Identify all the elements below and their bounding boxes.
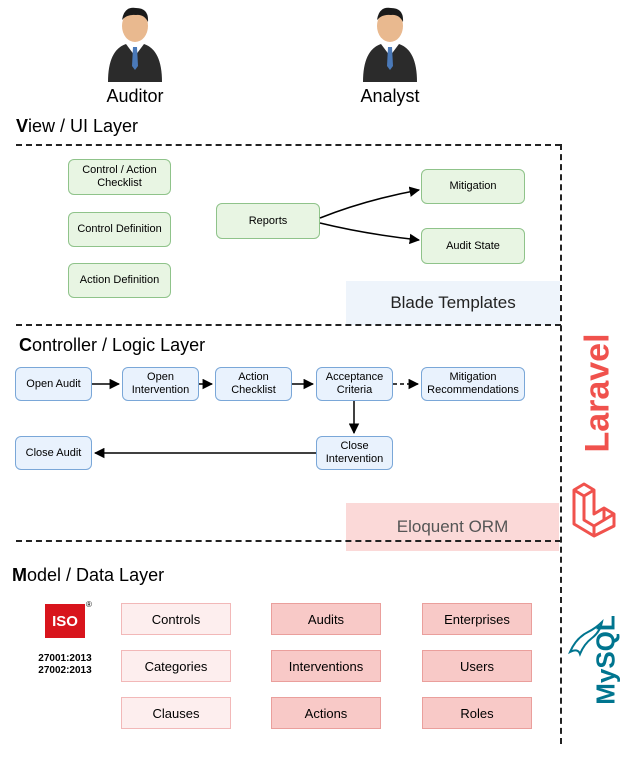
table-enterprises[interactable]: Enterprises bbox=[422, 603, 532, 635]
mysql-dolphin-icon bbox=[568, 618, 604, 657]
node-mitigation-recommendations[interactable]: Mitigation Recommendations bbox=[421, 367, 525, 401]
node-open-intervention[interactable]: Open Intervention bbox=[122, 367, 199, 401]
eloquent-orm-band: Eloquent ORM bbox=[346, 503, 559, 551]
arrow-reports-mitigation bbox=[319, 186, 421, 219]
iso-registered-mark: ® bbox=[86, 600, 92, 609]
node-action-checklist[interactable]: Action Checklist bbox=[215, 367, 292, 401]
view-layer-title: View / UI Layer bbox=[16, 116, 139, 136]
node-control-definition[interactable]: Control Definition bbox=[68, 212, 171, 247]
auditor-label: Auditor bbox=[106, 86, 164, 106]
analyst-actor bbox=[355, 4, 425, 84]
controller-layer-divider bbox=[16, 324, 561, 326]
node-control-action-checklist[interactable]: Control / Action Checklist bbox=[68, 159, 171, 195]
view-layer-divider bbox=[16, 144, 561, 146]
table-users[interactable]: Users bbox=[422, 650, 532, 682]
analyst-label: Analyst bbox=[360, 86, 420, 106]
node-acceptance-criteria[interactable]: Acceptance Criteria bbox=[316, 367, 393, 401]
table-actions[interactable]: Actions bbox=[271, 697, 381, 729]
iso-logo: ISO bbox=[45, 604, 85, 638]
person-icon bbox=[363, 7, 417, 82]
laravel-wordmark: Laravel bbox=[578, 333, 617, 453]
table-controls[interactable]: Controls bbox=[121, 603, 231, 635]
person-icon bbox=[108, 7, 162, 82]
model-layer-divider bbox=[16, 540, 561, 542]
node-close-audit[interactable]: Close Audit bbox=[15, 436, 92, 470]
blade-templates-band: Blade Templates bbox=[346, 281, 560, 325]
node-mitigation[interactable]: Mitigation bbox=[421, 169, 525, 204]
table-categories[interactable]: Categories bbox=[121, 650, 231, 682]
node-reports[interactable]: Reports bbox=[216, 203, 320, 239]
node-open-audit[interactable]: Open Audit bbox=[15, 367, 92, 401]
node-close-intervention[interactable]: Close Intervention bbox=[316, 436, 393, 470]
table-clauses[interactable]: Clauses bbox=[121, 697, 231, 729]
auditor-actor bbox=[100, 4, 170, 84]
mysql-wordmark: MySQL bbox=[590, 615, 621, 705]
table-interventions[interactable]: Interventions bbox=[271, 650, 381, 682]
laravel-logo-icon bbox=[572, 482, 616, 538]
framework-divider bbox=[560, 144, 562, 744]
iso-standard-27002: 27002:2013 bbox=[38, 665, 92, 676]
table-audits[interactable]: Audits bbox=[271, 603, 381, 635]
node-audit-state[interactable]: Audit State bbox=[421, 228, 525, 264]
arrow-reports-audit-state bbox=[319, 222, 421, 245]
controller-layer-title: Controller / Logic Layer bbox=[19, 335, 206, 355]
model-layer-title: Model / Data Layer bbox=[12, 565, 165, 585]
iso-standard-27001: 27001:2013 bbox=[38, 653, 92, 664]
table-roles[interactable]: Roles bbox=[422, 697, 532, 729]
node-action-definition[interactable]: Action Definition bbox=[68, 263, 171, 298]
